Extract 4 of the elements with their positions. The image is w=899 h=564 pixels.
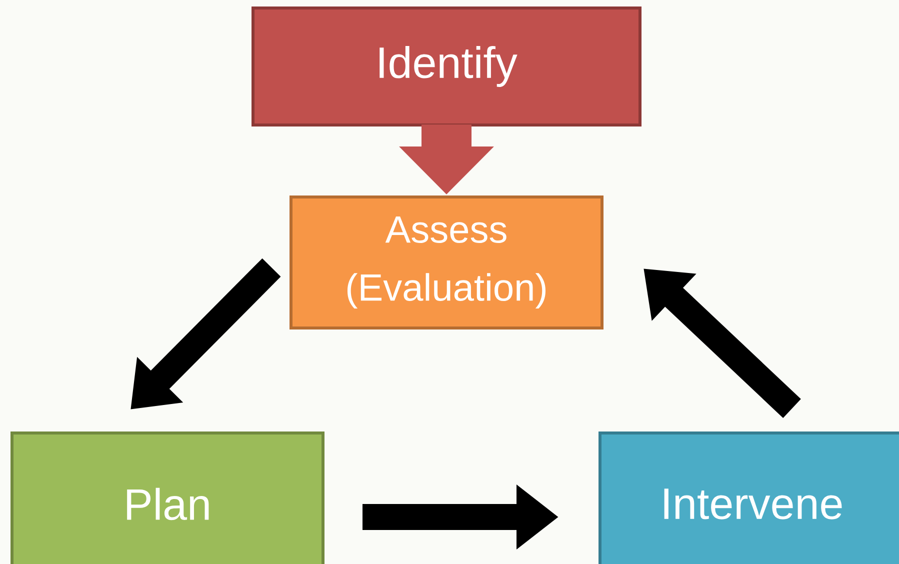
process-box: Intervene	[598, 432, 899, 564]
process-box: Assess (Evaluation)	[290, 196, 604, 330]
process-box: Identify	[252, 6, 642, 126]
process-box: Plan	[10, 432, 324, 564]
